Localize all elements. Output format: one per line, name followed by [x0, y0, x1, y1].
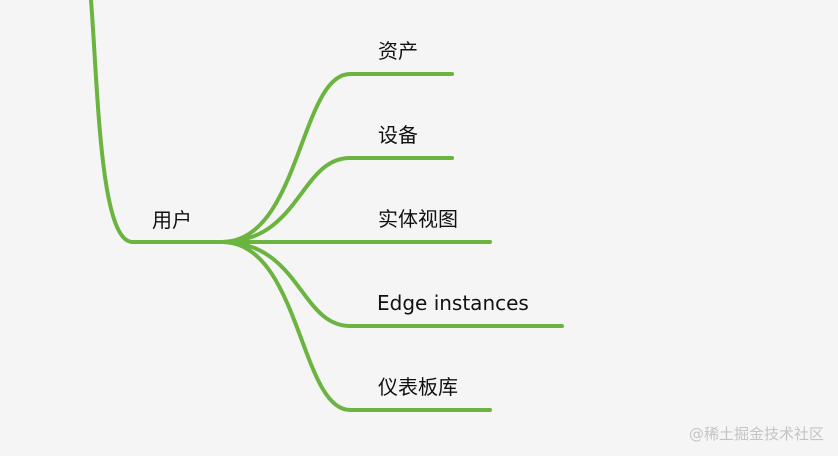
branch-connector-asset	[220, 72, 454, 244]
branch-connector-dashboard-library	[220, 240, 492, 412]
child-node-edge-instances: Edge instances	[377, 291, 529, 315]
branch-connector-edge-instances	[220, 240, 564, 328]
child-node-asset: 资产	[378, 39, 418, 63]
root-node-label: 用户	[152, 208, 192, 232]
branch-connector-device	[220, 156, 454, 244]
child-node-dashboard-library: 仪表板库	[378, 375, 458, 399]
child-node-device: 设备	[378, 123, 418, 147]
watermark-text: @稀土掘金技术社区	[688, 425, 824, 443]
parent-connector	[89, 0, 224, 244]
child-node-entity-view: 实体视图	[378, 207, 458, 231]
